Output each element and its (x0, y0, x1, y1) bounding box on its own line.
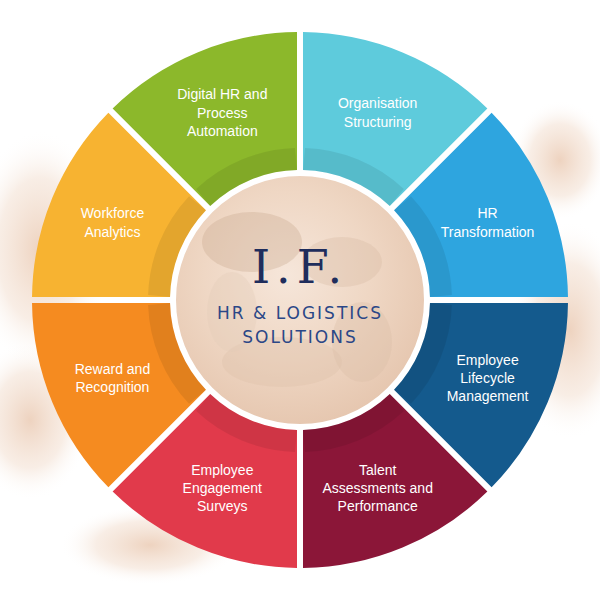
segment-text: HR Transformation (432, 204, 544, 240)
center-text-box: I.F. HR & LOGISTICS SOLUTIONS (172, 172, 428, 428)
segment-label: Digital HR and Process Automation (166, 85, 278, 140)
segment-label: Talent Assessments and Performance (322, 460, 434, 515)
segment-label: Reward and Recognition (56, 359, 168, 395)
segment-text: Digital HR and Process Automation (166, 85, 278, 140)
company-name: HR & LOGISTICS SOLUTIONS (185, 301, 415, 350)
segment-text: Workforce Analytics (56, 204, 168, 240)
center-rim (174, 174, 426, 426)
segment-text: Employee Engagement Surveys (166, 460, 278, 515)
center-shape (172, 172, 428, 428)
center-fill (174, 174, 426, 426)
segment-label: Employee Engagement Surveys (166, 460, 278, 515)
segment-label: Workforce Analytics (56, 204, 168, 240)
segment-label: Employee Lifecycle Management (432, 350, 544, 405)
segment-text: Organisation Structuring (322, 94, 434, 130)
segment-label: Organisation Structuring (322, 94, 434, 130)
center-circle: I.F. HR & LOGISTICS SOLUTIONS (172, 172, 428, 428)
segment-text: Talent Assessments and Performance (322, 460, 434, 515)
segment-label: HR Transformation (432, 204, 544, 240)
segment-text: Reward and Recognition (56, 359, 168, 395)
logo-text: I.F. (252, 242, 348, 293)
segment-text: Employee Lifecycle Management (432, 350, 544, 405)
